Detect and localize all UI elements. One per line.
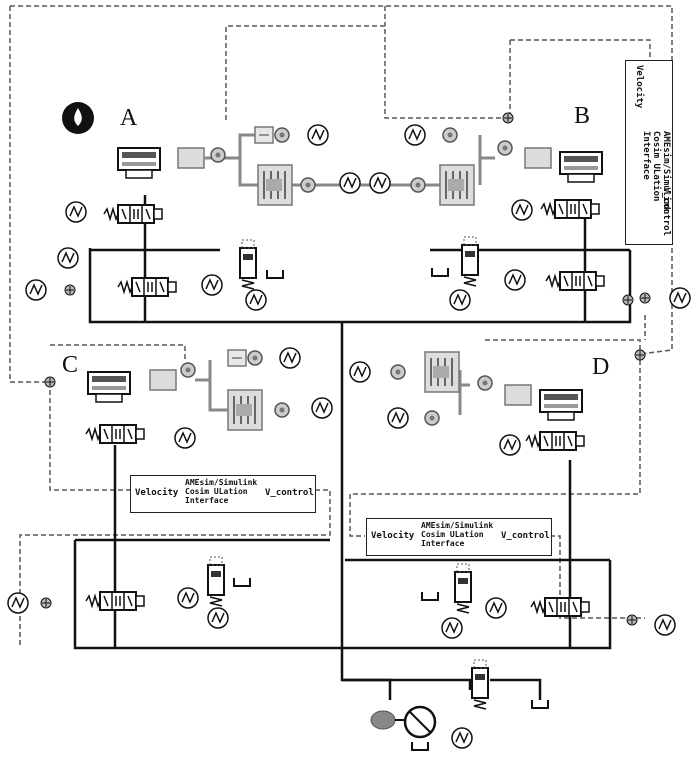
interface-title-line3: Interface [641,131,651,180]
interface-title-line2: Cosim ULation [185,487,248,496]
interface-title-line3: Interface [421,539,465,548]
subsystem-d [349,349,676,639]
interface-title-line2: Cosim ULation [651,131,661,202]
interface-title-line1: AMEsim/Simulink [185,478,258,487]
pump-unit [370,659,549,751]
subsystem-b [369,112,691,311]
interface-velocity-label: Velocity [371,531,415,541]
label-a: A [120,105,138,131]
interface-title-line1: AMEsim/Simulink [421,521,494,530]
subsystem-c [7,347,333,629]
cosim-interface-block-middle-left: Velocity AMEsim/Simulink Cosim ULation I… [130,475,316,513]
interface-vcontrol-label: V_control [501,531,550,541]
label-d: D [592,354,610,380]
interface-title-line2: Cosim ULation [421,530,484,539]
label-b: B [574,103,591,129]
subsystem-a [25,102,361,311]
interface-velocity-label: Velocity [135,488,179,498]
cosim-interface-block-middle-right: Velocity AMEsim/Simulink Cosim ULation I… [366,518,552,556]
interface-title-line3: Interface [185,496,229,505]
interface-vcontrol-label: V_control [661,187,671,236]
hydraulic-lines [73,195,632,700]
interface-velocity-label: Velocity [634,65,644,109]
interface-vcontrol-label: V_control [265,488,314,498]
cosim-interface-block-top-right: Velocity AMEsim/Simulink Cosim ULation I… [625,60,673,245]
label-c: C [62,352,79,378]
